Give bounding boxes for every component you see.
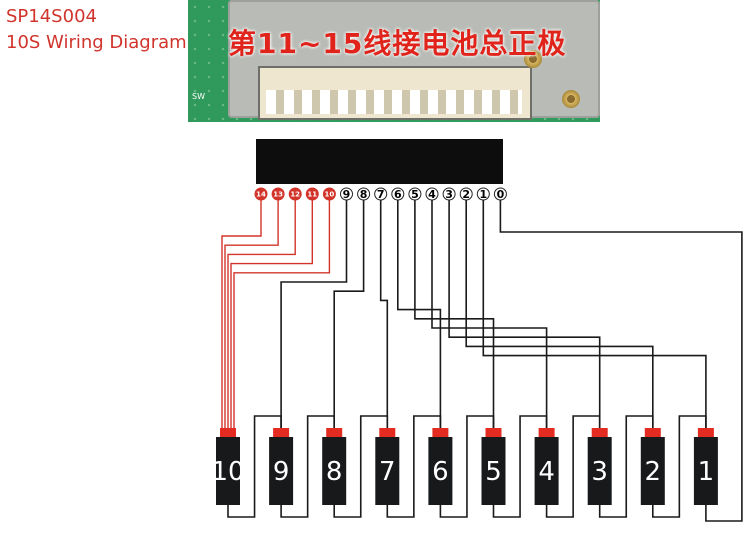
sense-wire-0 [499, 200, 743, 522]
pin-marker-11 [305, 187, 319, 201]
pin-marker-8 [357, 187, 371, 201]
cell-positive-terminal [697, 428, 714, 437]
sense-wire-2 [465, 200, 654, 428]
board-connector [258, 66, 532, 120]
pin-label: 12 [290, 191, 300, 199]
cell-label: 9 [273, 457, 290, 487]
sense-wire-10 [233, 200, 331, 428]
screw-icon [562, 90, 580, 108]
pin-marker-7 [374, 187, 388, 201]
cell-label: 3 [591, 457, 608, 487]
cell-positive-terminal [326, 428, 343, 437]
pin-marker-1 [476, 187, 490, 201]
pin-label: 8 [360, 188, 368, 201]
battery-cell-7 [375, 437, 400, 505]
sense-wire-7 [379, 200, 389, 428]
pin-label: 7 [377, 188, 385, 201]
pin-label: 13 [273, 191, 283, 199]
pin-marker-13 [271, 187, 285, 201]
battery-cells: 10 9 8 7 6 5 4 3 2 1 [211, 428, 718, 505]
sense-wire-5 [414, 200, 495, 428]
sense-wire-1 [482, 200, 707, 428]
pin-label: 11 [307, 191, 317, 199]
sense-wire-11 [230, 200, 313, 428]
battery-cell-4 [534, 437, 559, 505]
sense-wire-6 [396, 200, 442, 428]
pin-label: 1 [479, 188, 487, 201]
battery-cell-9 [269, 437, 294, 505]
cell-label: 10 [211, 457, 244, 487]
battery-cell-3 [587, 437, 612, 505]
pin-marker-10 [322, 187, 336, 201]
pin-marker-12 [288, 187, 302, 201]
pin-label: 6 [394, 188, 402, 201]
model-number: SP14S004 [6, 6, 97, 27]
title-block: SP14S004 10S Wiring Diagram [6, 4, 187, 56]
sense-wire-9 [280, 200, 348, 428]
pin-marker-2 [459, 187, 473, 201]
board-connector-pins [266, 90, 522, 114]
pin-label: 9 [343, 188, 351, 201]
sense-wire-13 [224, 200, 279, 428]
photo-annotation: 第11~15线接电池总正极 [228, 27, 567, 60]
pin-marker-0 [493, 187, 507, 201]
sense-wire-4 [431, 200, 548, 428]
cell-positive-terminal [273, 428, 290, 437]
sense-wire-14 [221, 200, 262, 428]
cell-positive-terminal [220, 428, 236, 437]
battery-cell-6 [428, 437, 453, 505]
switch-silkscreen: SW [192, 92, 205, 101]
cell-label: 4 [538, 457, 555, 487]
battery-cell-5 [481, 437, 506, 505]
pin-marker-5 [408, 187, 422, 201]
pin-marker-3 [442, 187, 456, 201]
battery-cell-10 [216, 437, 240, 505]
wires [221, 200, 743, 522]
sense-wire-12 [227, 200, 296, 428]
pin-label: 14 [256, 191, 266, 199]
sense-wire-3 [448, 200, 601, 428]
battery-cell-2 [640, 437, 665, 505]
cell-positive-terminal [379, 428, 396, 437]
diagram-subtitle: 10S Wiring Diagram [6, 32, 187, 53]
bms-board-photo: SW 第11~15线接电池总正极 [188, 0, 600, 122]
pin-label: 4 [428, 188, 436, 201]
cell-positive-terminal [538, 428, 555, 437]
pin-label: 2 [462, 188, 470, 201]
pin-label: 0 [497, 188, 505, 201]
cell-label: 8 [326, 457, 343, 487]
pin-marker-9 [340, 187, 353, 201]
pin-label: 5 [411, 188, 419, 201]
cell-label: 5 [485, 457, 502, 487]
screw-icon [524, 50, 542, 68]
battery-cell-1 [693, 437, 718, 505]
cell-positive-terminal [432, 428, 449, 437]
cell-label: 6 [432, 457, 449, 487]
cell-label: 7 [379, 457, 396, 487]
pin-label: 10 [325, 191, 335, 199]
cell-positive-terminal [644, 428, 661, 437]
battery-cell-8 [322, 437, 347, 505]
pin-label: 3 [445, 188, 453, 201]
cell-positive-terminal [591, 428, 608, 437]
pin-marker-4 [425, 187, 439, 201]
connector-body [256, 139, 503, 184]
cell-label: 2 [645, 457, 662, 487]
pin-marker-6 [391, 187, 405, 201]
cell-positive-terminal [485, 428, 502, 437]
pin-marker-14 [254, 187, 268, 201]
cell-label: 1 [698, 457, 715, 487]
sense-wire-8 [333, 200, 365, 428]
